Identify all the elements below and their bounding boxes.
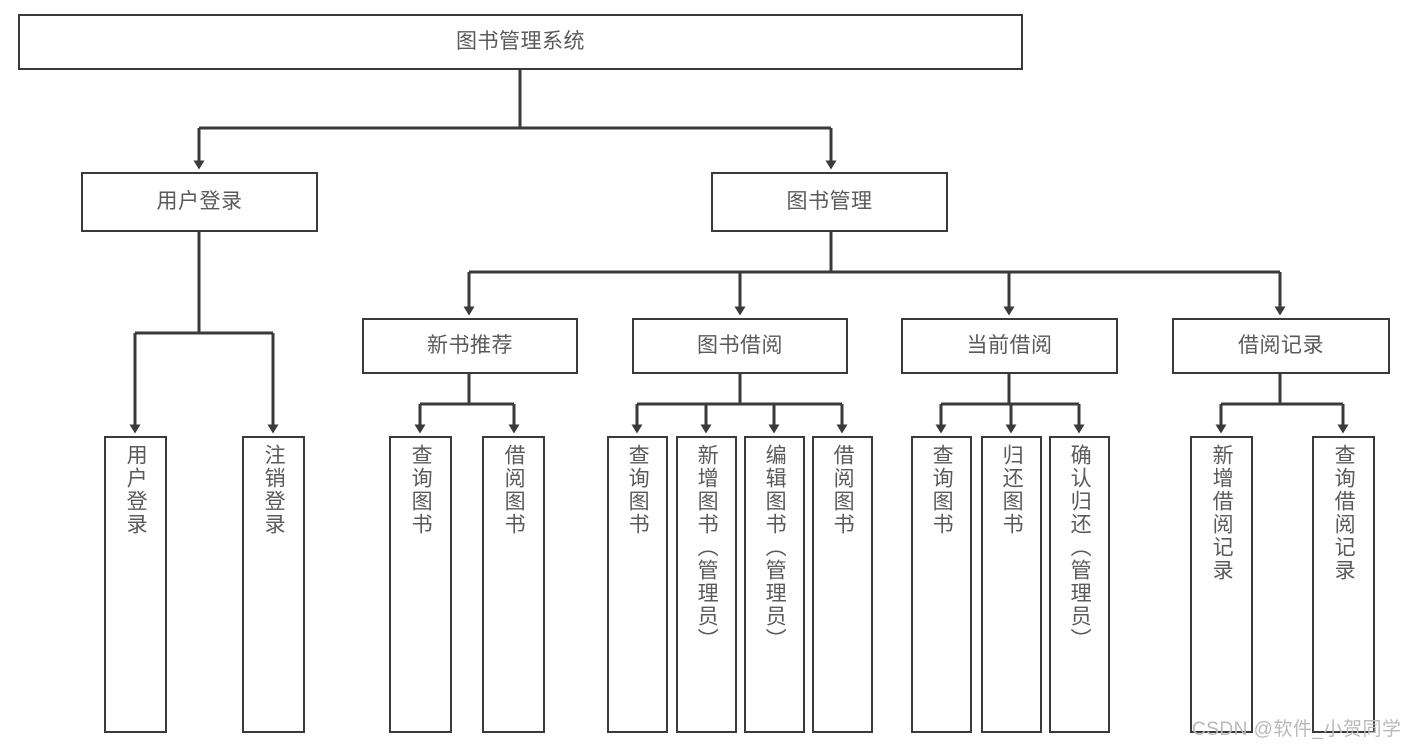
node-leaf-query-book-borrow-label: 查询图书 xyxy=(626,444,650,536)
csdn-watermark: CSDN @软件_小贺同学 xyxy=(1192,719,1402,740)
node-leaf-borrow-book-rec-label: 借阅图书 xyxy=(502,444,526,536)
node-leaf-query-book-rec[interactable]: 查询图书 xyxy=(389,436,452,733)
node-book-manage-label: 图书管理 xyxy=(786,190,873,214)
node-leaf-add-borrow-record-label: 新增借阅记录 xyxy=(1210,444,1234,582)
node-leaf-borrow-book-rec[interactable]: 借阅图书 xyxy=(482,436,545,733)
node-user-login-label: 用户登录 xyxy=(156,190,243,214)
node-book-borrow-label: 图书借阅 xyxy=(697,334,783,358)
node-new-book-recommend[interactable]: 新书推荐 xyxy=(362,318,578,374)
node-borrow-record[interactable]: 借阅记录 xyxy=(1172,318,1390,374)
node-leaf-add-book-admin[interactable]: 新增图书（管理员） xyxy=(676,436,737,733)
node-leaf-user-login-label: 用户登录 xyxy=(124,444,148,536)
node-leaf-query-book-cur-label: 查询图书 xyxy=(930,444,954,536)
node-leaf-return-book-label: 归还图书 xyxy=(1000,444,1024,536)
node-leaf-return-book[interactable]: 归还图书 xyxy=(981,436,1042,733)
node-leaf-query-borrow-record-label: 查询借阅记录 xyxy=(1332,444,1356,582)
node-leaf-query-book-borrow[interactable]: 查询图书 xyxy=(607,436,668,733)
node-leaf-query-book-rec-label: 查询图书 xyxy=(409,444,433,536)
node-leaf-user-login[interactable]: 用户登录 xyxy=(104,436,167,733)
node-leaf-add-borrow-record[interactable]: 新增借阅记录 xyxy=(1190,436,1253,733)
node-leaf-confirm-return-admin-label: 确认归还（管理员） xyxy=(1068,444,1092,651)
node-leaf-query-borrow-record[interactable]: 查询借阅记录 xyxy=(1312,436,1375,733)
node-leaf-logout-login[interactable]: 注销登录 xyxy=(242,436,305,733)
node-current-borrow[interactable]: 当前借阅 xyxy=(901,318,1118,374)
node-leaf-borrow-book-label: 借阅图书 xyxy=(831,444,855,536)
node-leaf-edit-book-admin-label: 编辑图书（管理员） xyxy=(763,444,787,651)
node-root-label: 图书管理系统 xyxy=(456,30,585,54)
node-leaf-add-book-admin-label: 新增图书（管理员） xyxy=(695,444,719,651)
node-borrow-record-label: 借阅记录 xyxy=(1238,334,1324,358)
node-root[interactable]: 图书管理系统 xyxy=(18,14,1023,70)
node-user-login[interactable]: 用户登录 xyxy=(81,172,318,232)
node-leaf-edit-book-admin[interactable]: 编辑图书（管理员） xyxy=(744,436,805,733)
node-book-borrow[interactable]: 图书借阅 xyxy=(632,318,848,374)
node-new-book-recommend-label: 新书推荐 xyxy=(427,334,513,358)
node-leaf-confirm-return-admin[interactable]: 确认归还（管理员） xyxy=(1049,436,1110,733)
node-book-manage[interactable]: 图书管理 xyxy=(711,172,948,232)
node-leaf-query-book-cur[interactable]: 查询图书 xyxy=(911,436,972,733)
node-leaf-borrow-book[interactable]: 借阅图书 xyxy=(812,436,873,733)
node-current-borrow-label: 当前借阅 xyxy=(966,334,1053,358)
node-leaf-logout-login-label: 注销登录 xyxy=(262,444,286,536)
